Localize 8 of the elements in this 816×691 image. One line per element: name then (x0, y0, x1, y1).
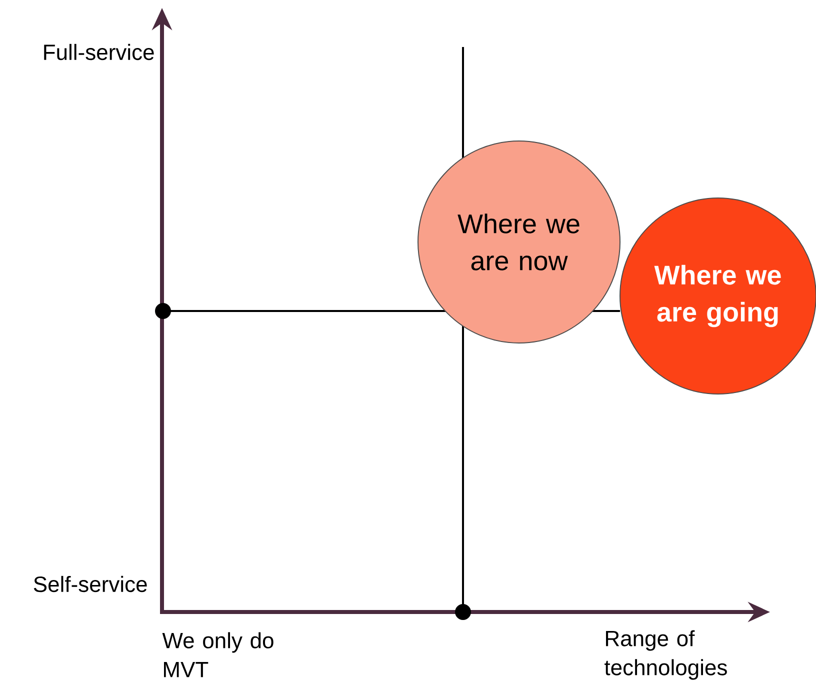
axis-label: Range of technologies (604, 630, 727, 680)
circle-label: Where we are going (654, 264, 781, 328)
axis-label: We only do MVT (162, 632, 274, 678)
axis-label: Self-service (34, 576, 147, 592)
circle (620, 198, 816, 394)
axis-label: Full-service (44, 44, 154, 60)
circle (418, 140, 620, 344)
circle-label: Where we are now (458, 214, 580, 270)
